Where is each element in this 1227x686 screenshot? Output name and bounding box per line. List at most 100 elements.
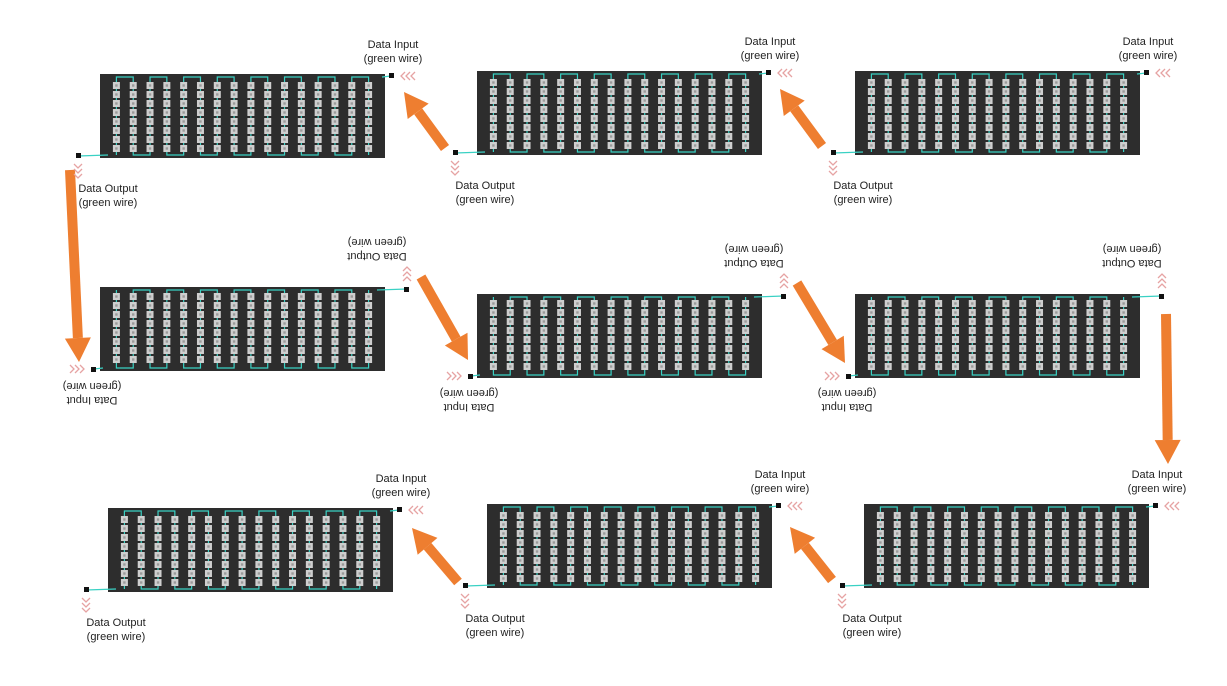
- led-chip: [576, 329, 579, 332]
- connector-labels: Data Input(green wire)Data Output(green …: [818, 243, 1162, 413]
- led-chip: [971, 320, 974, 323]
- led-chip: [182, 120, 185, 123]
- led-chip: [240, 545, 244, 548]
- led-chip: [165, 331, 169, 334]
- led-chip: [132, 349, 135, 352]
- led-chip: [693, 356, 697, 359]
- led-chip: [619, 559, 623, 562]
- led-chip: [987, 135, 991, 138]
- led-chip: [266, 349, 269, 352]
- led-chip: [173, 563, 177, 566]
- led-chip: [677, 135, 680, 138]
- led-chip: [525, 320, 529, 323]
- led-chip: [525, 347, 529, 350]
- led-chip: [308, 536, 311, 539]
- led-chip: [1038, 356, 1041, 359]
- led-chip: [350, 322, 353, 325]
- connector-labels: Data Input(green wire)Data Output(green …: [465, 469, 809, 639]
- led-chip: [502, 559, 505, 562]
- led-chip: [929, 523, 933, 526]
- led-chip: [1088, 135, 1092, 138]
- led-chip: [954, 338, 957, 341]
- led-chip: [199, 129, 202, 132]
- led-chip: [677, 302, 680, 305]
- led-chip: [559, 311, 562, 314]
- led-chip: [156, 554, 160, 557]
- led-chip: [525, 311, 529, 314]
- led-chip: [971, 347, 974, 350]
- led-chip: [148, 93, 152, 96]
- output-chevron-icon: [828, 160, 838, 176]
- led-chip: [1055, 329, 1058, 332]
- led-chip: [283, 111, 286, 114]
- led-chip: [643, 338, 646, 341]
- led-chip: [559, 144, 562, 147]
- led-chip: [670, 523, 673, 526]
- led-chip: [954, 135, 957, 138]
- led-chip: [165, 322, 169, 325]
- data-input-wire-label: (green wire): [818, 387, 877, 399]
- led-chip: [283, 129, 286, 132]
- led-chip: [1071, 117, 1075, 120]
- led-chip: [542, 144, 546, 147]
- led-chip: [576, 302, 579, 305]
- data-output-label: Data Output: [1102, 257, 1161, 269]
- led-chip: [300, 331, 303, 334]
- output-connector: [453, 150, 458, 155]
- led-chip: [333, 358, 337, 361]
- led-chip: [1021, 117, 1024, 120]
- led-chip: [593, 81, 596, 84]
- output-chevron-icon: [460, 593, 470, 609]
- led-chip: [316, 129, 320, 132]
- led-chip: [492, 302, 495, 305]
- led-chip: [367, 331, 370, 334]
- led-chip: [710, 99, 714, 102]
- led-chip: [643, 329, 646, 332]
- led-chip: [887, 108, 890, 111]
- led-chip: [492, 347, 495, 350]
- led-chip: [509, 90, 512, 93]
- led-chip: [283, 358, 286, 361]
- led-chip: [737, 514, 740, 517]
- led-chip: [677, 90, 680, 93]
- led-chip: [703, 550, 707, 553]
- led-chip: [744, 356, 747, 359]
- led-chip: [367, 349, 370, 352]
- led-chip: [1055, 144, 1058, 147]
- led-chip: [308, 545, 311, 548]
- led-chip: [1122, 135, 1125, 138]
- led-chip: [1088, 338, 1092, 341]
- led-chip: [593, 329, 596, 332]
- led-chip: [502, 523, 505, 526]
- led-chip: [1088, 99, 1092, 102]
- led-chip: [140, 554, 143, 557]
- led-chip: [1114, 541, 1117, 544]
- led-chip: [1064, 523, 1067, 526]
- led-chip: [509, 144, 512, 147]
- led-chip: [1055, 338, 1058, 341]
- led-chip: [879, 559, 882, 562]
- led-chip: [535, 532, 539, 535]
- led-chip: [1114, 550, 1117, 553]
- led-chip: [744, 90, 747, 93]
- led-chip: [727, 311, 730, 314]
- input-chevron-icon: [1164, 501, 1180, 511]
- led-chip: [569, 532, 572, 535]
- led-chip: [693, 99, 697, 102]
- led-chip: [535, 514, 539, 517]
- led-chip: [283, 340, 286, 343]
- led-chip: [670, 541, 673, 544]
- led-chip: [283, 102, 286, 105]
- led-chip: [1004, 347, 1008, 350]
- led-chip: [148, 304, 152, 307]
- led-chip: [987, 117, 991, 120]
- led-chip: [165, 147, 169, 150]
- connector-labels: Data Input(green wire)Data Output(green …: [78, 39, 422, 209]
- led-chip: [653, 559, 656, 562]
- led-chip: [996, 550, 1000, 553]
- led-chip: [165, 358, 169, 361]
- led-chip: [123, 563, 126, 566]
- led-chip: [687, 577, 690, 580]
- led-chip: [519, 568, 522, 571]
- led-chip: [971, 108, 974, 111]
